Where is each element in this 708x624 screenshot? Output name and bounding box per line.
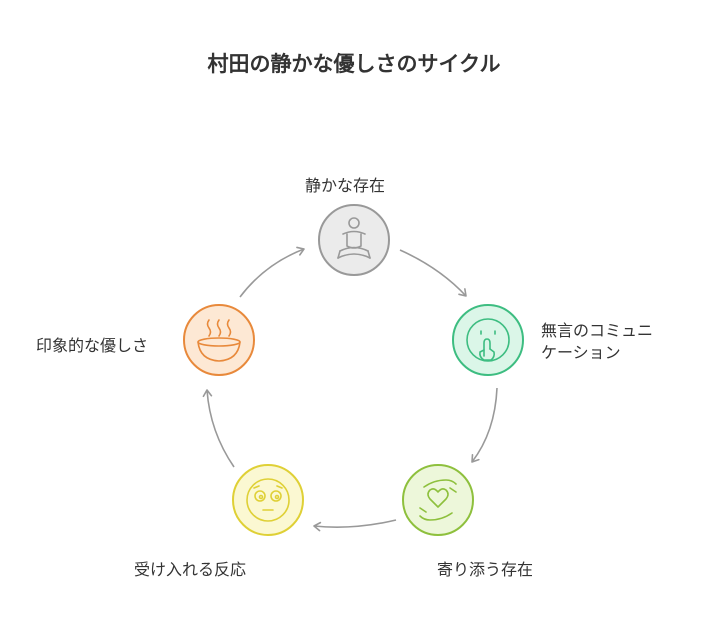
node-ukeireru — [232, 464, 304, 536]
heart-hands-icon — [419, 479, 457, 521]
label-mugon: 無言のコミュニ ケーション — [541, 320, 653, 364]
label-ukeireru: 受け入れる反応 — [134, 560, 247, 579]
steaming-bowl-icon — [197, 319, 241, 362]
arrow-ukeireru-to-inshou — [202, 389, 235, 468]
arrow-inshou-to-shizuka — [239, 246, 305, 298]
node-yorisou — [402, 464, 474, 536]
label-mugon-line-2: ケーション — [541, 343, 621, 362]
meditation-icon — [337, 217, 371, 259]
diagram-title: 村田の静かな優しさのサイクル — [207, 52, 501, 76]
arrow-yorisou-to-ukeireru — [313, 519, 397, 532]
pleading-face-icon — [246, 478, 290, 522]
label-inshou: 印象的な優しさ — [36, 336, 149, 355]
node-inshou — [183, 304, 255, 376]
label-mugon-line-1: 無言のコミュニ — [541, 321, 654, 340]
label-shizuka: 静かな存在 — [305, 176, 386, 195]
arrow-mugon-to-yorisou — [471, 387, 498, 463]
label-yorisou: 寄り添う存在 — [437, 560, 534, 579]
node-shizuka — [318, 204, 390, 276]
arrow-shizuka-to-mugon — [399, 249, 467, 297]
node-mugon — [452, 304, 524, 376]
shush-face-icon — [466, 318, 510, 362]
